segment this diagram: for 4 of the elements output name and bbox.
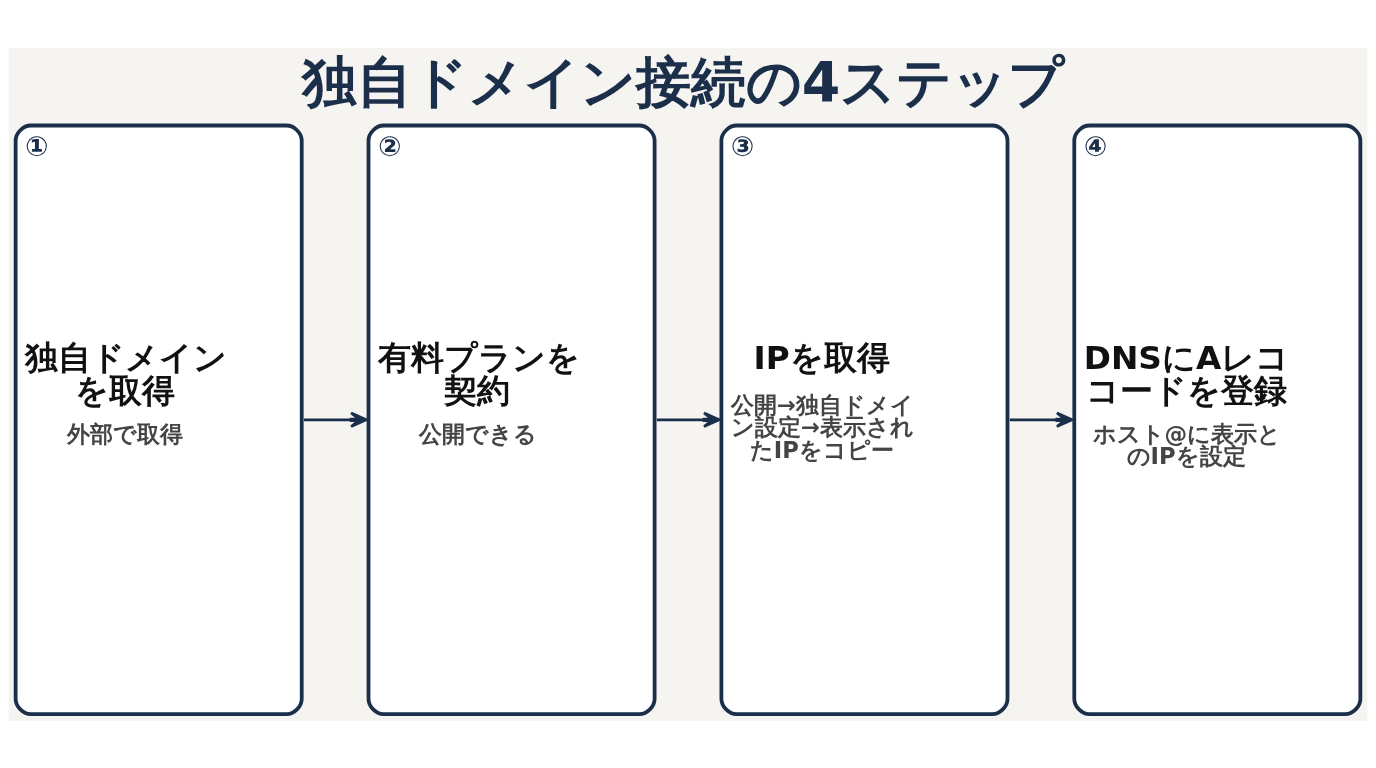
- arrow: [656, 411, 721, 428]
- diagram-title: 独自ドメイン接続の4ステップ: [301, 49, 1065, 114]
- arrow: [1009, 411, 1074, 428]
- arrow: [303, 411, 368, 428]
